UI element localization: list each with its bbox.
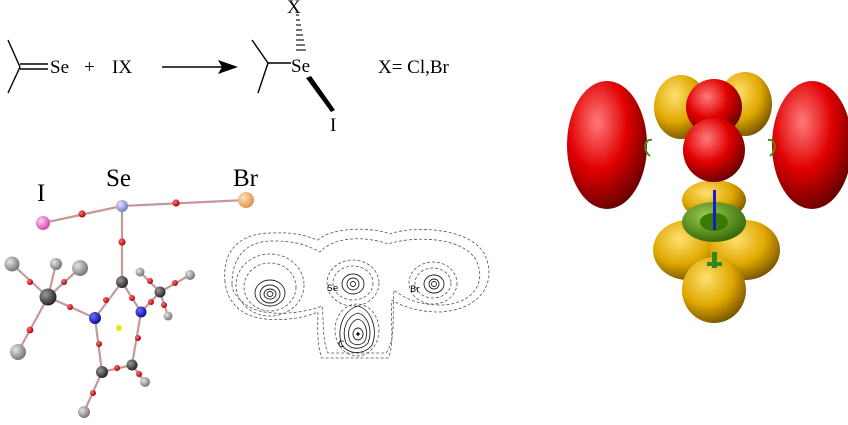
ring-carbon-atom <box>126 359 138 371</box>
nitrogen-atom-left <box>89 312 101 324</box>
green-rim <box>767 138 776 157</box>
hydrogen-atom <box>140 377 150 387</box>
methyl-carbon-atom <box>39 288 57 306</box>
reaction-arrow <box>162 60 238 74</box>
contour-map: Se Br C <box>224 228 490 359</box>
hydrogen-atom <box>78 406 90 418</box>
red-lobe-center <box>683 118 745 182</box>
yellow-lobe <box>682 257 746 323</box>
ball-stick-model: I Se Br <box>4 165 259 418</box>
ring-critical-point <box>116 325 122 331</box>
product-i-label: I <box>330 115 336 136</box>
carbene-carbon-atom <box>116 276 128 288</box>
solid-wedge-bond <box>306 76 335 112</box>
reactant-skeleton <box>7 39 48 94</box>
hydrogen-atom <box>4 256 20 272</box>
contour-label-br: Br <box>410 285 420 295</box>
reagent-label: IX <box>112 57 132 78</box>
ring-carbon-atom <box>96 366 108 378</box>
reactant-se-label: Se <box>50 57 69 78</box>
nitrogen-atom-right <box>135 306 147 318</box>
green-bond-axis <box>707 262 722 266</box>
blue-bond-axis <box>713 190 716 230</box>
bromine-atom <box>238 192 254 208</box>
red-lobe-left <box>567 81 647 209</box>
atom-label-bromine: Br <box>233 165 259 192</box>
atom-label-iodine: I <box>37 180 45 207</box>
hydrogen-atom <box>163 311 173 321</box>
product-skeleton <box>251 39 291 94</box>
red-lobe-right <box>772 81 848 209</box>
bonds <box>11 198 247 413</box>
outer-dashed-contours <box>224 228 490 359</box>
product-x-label: X <box>287 0 301 18</box>
selenium-atom <box>116 200 128 212</box>
inner-solid-contours <box>254 273 445 353</box>
green-rim <box>644 138 653 157</box>
product-se-label: Se <box>291 56 310 77</box>
plus-sign: + <box>84 57 95 78</box>
green-bond-axis <box>712 252 717 268</box>
hydrogen-atom <box>135 267 145 277</box>
hydrogen-atom <box>185 270 195 280</box>
red-lobe-top <box>686 79 742 135</box>
methyl-carbon-atom <box>154 286 166 298</box>
condition-label: X= Cl,Br <box>378 57 450 78</box>
carbon-nucleus-dot <box>356 332 360 336</box>
hydrogen-atom <box>50 258 62 270</box>
reaction-scheme: Se + IX X Se I X= Cl,Br <box>7 0 450 136</box>
contour-label-se: Se <box>327 284 339 294</box>
iodine-atom <box>36 216 50 230</box>
contour-label-c: C <box>338 340 344 350</box>
hydrogen-atom <box>10 344 26 360</box>
hydrogen-atom <box>72 260 88 276</box>
hashed-wedge-bond <box>296 14 306 51</box>
bond-critical-points <box>26 199 180 396</box>
atom-label-selenium: Se <box>106 165 131 192</box>
orbital-isosurface <box>567 72 848 323</box>
